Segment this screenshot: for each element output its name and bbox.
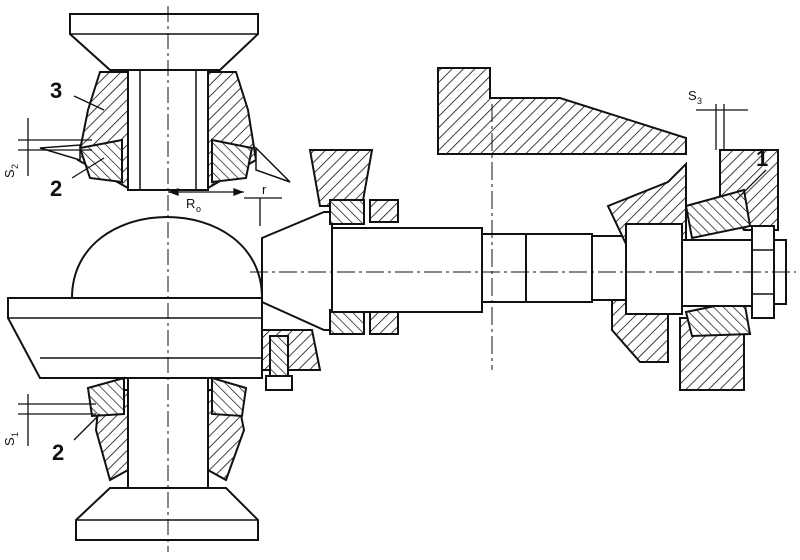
r0-subscript: o	[196, 204, 201, 214]
bevel-ring-gear	[7, 297, 263, 379]
s2-label: S	[2, 169, 17, 178]
lower-bearing-right	[211, 376, 248, 418]
s2-subscript: 2	[10, 164, 20, 169]
callout-3: 3	[50, 78, 62, 103]
housing	[437, 67, 787, 391]
pinion-shaft-assembly	[261, 149, 627, 391]
ball-hub	[70, 216, 264, 299]
upper-bearing-right	[211, 138, 254, 184]
s1-subscript: 1	[10, 432, 20, 437]
labels: 1 3 2 2 S 2 S 1 S 3 R o r	[2, 78, 768, 465]
s3-label: S	[688, 88, 697, 103]
lower-bearing-left	[86, 376, 125, 418]
s3-subscript: 3	[697, 96, 702, 106]
r0-label: R	[186, 196, 195, 211]
housing-top	[437, 67, 687, 155]
callout-2-upper: 2	[50, 176, 62, 201]
callout-1: 1	[756, 146, 768, 171]
s1-label: S	[2, 437, 17, 446]
bevel-pinion	[261, 211, 333, 331]
bearing-1-upper	[684, 188, 752, 240]
pinion-shaft	[331, 227, 483, 313]
bottom-flange	[75, 487, 259, 541]
top-flange	[69, 13, 259, 71]
upper-bearing-left	[78, 138, 123, 184]
r-label: r	[262, 182, 267, 197]
callout-2-lower: 2	[52, 440, 64, 465]
dimension-lines	[18, 95, 767, 446]
